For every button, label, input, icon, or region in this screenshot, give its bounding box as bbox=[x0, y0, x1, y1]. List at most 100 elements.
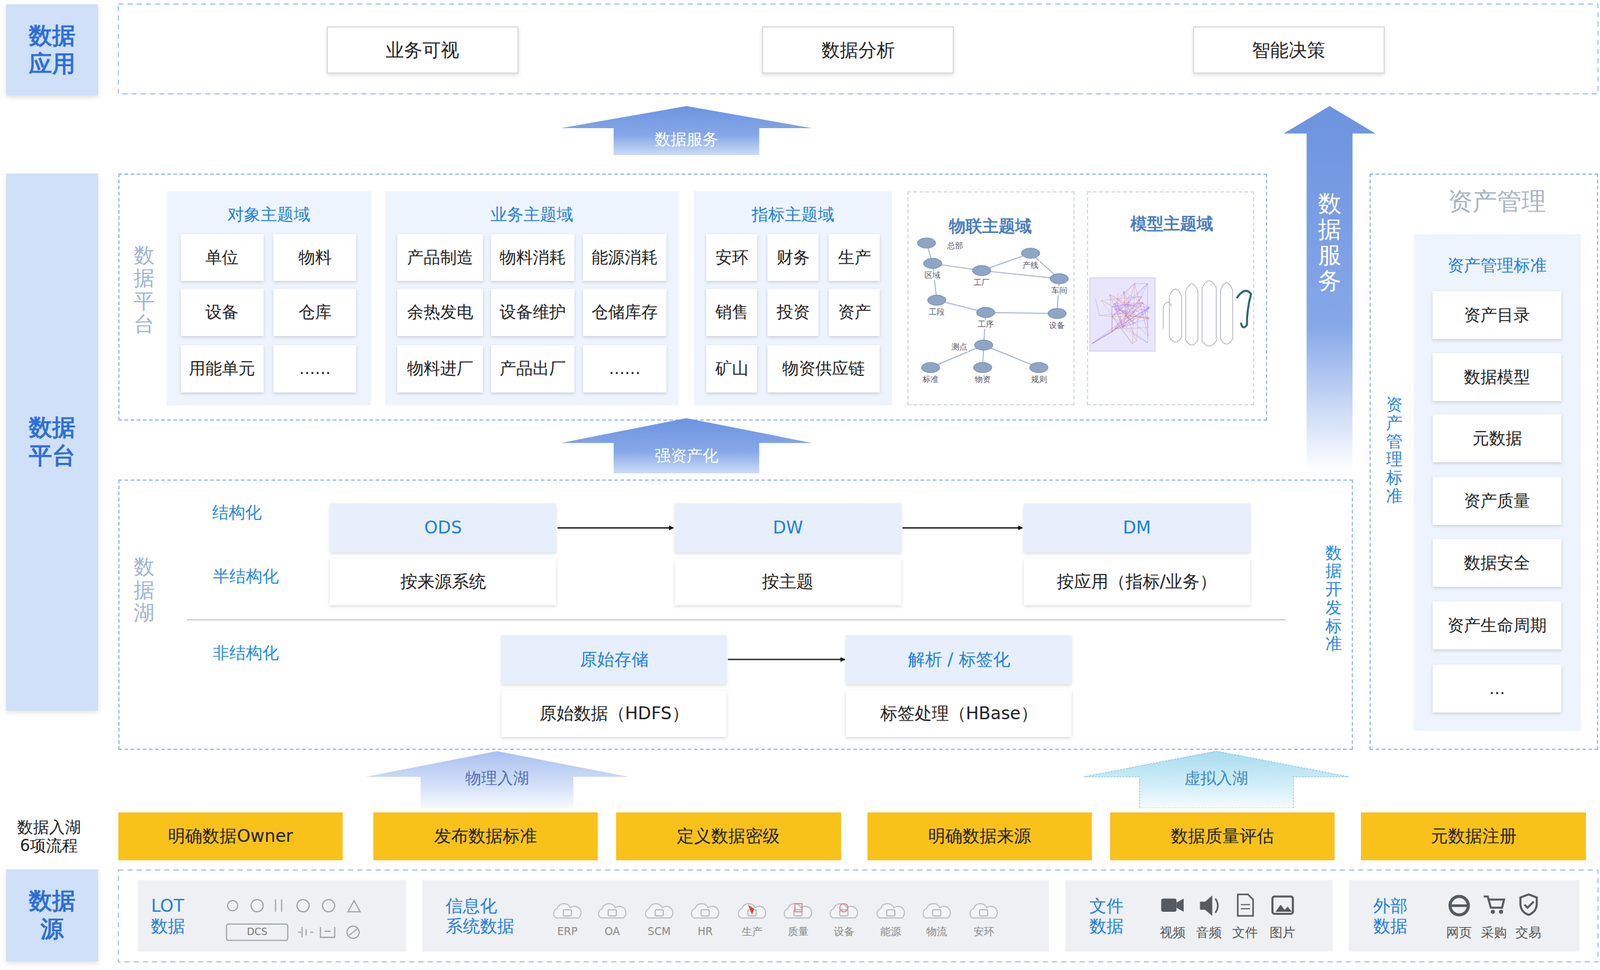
system-icons bbox=[553, 903, 998, 918]
flow-arrow: 强资产化 bbox=[560, 418, 812, 474]
flow-arrow: 数据服务 bbox=[1283, 106, 1376, 472]
icon-label: 音频 bbox=[1196, 925, 1222, 940]
network-stroke bbox=[1099, 315, 1113, 317]
box-text: 数据应用 bbox=[26, 22, 78, 78]
item-box: 物料 bbox=[273, 234, 357, 282]
box-text: 投资 bbox=[776, 302, 810, 322]
heading-text: 数据湖 bbox=[133, 555, 155, 625]
layer-header-box: DW bbox=[674, 503, 902, 553]
network-stroke bbox=[1114, 307, 1149, 329]
network-stroke bbox=[1112, 316, 1137, 317]
item-box: 矿山 bbox=[706, 345, 758, 393]
icon-label: 能源 bbox=[880, 925, 902, 938]
domain-panel: 安环财务生产销售投资资产矿山物资供应链指标主题域 bbox=[693, 191, 892, 406]
network-stroke bbox=[1112, 283, 1148, 317]
heading-text: 模型主题域 bbox=[1130, 213, 1214, 234]
network-stroke bbox=[1114, 302, 1143, 303]
graph-label: 工厂 bbox=[972, 278, 991, 288]
arrow-outline bbox=[1083, 750, 1350, 808]
icon-label: 生产 bbox=[741, 925, 763, 938]
network-stroke bbox=[1091, 331, 1113, 344]
network-stroke bbox=[1134, 283, 1148, 284]
box-text: ...... bbox=[608, 358, 641, 379]
arrow-outline bbox=[1283, 106, 1376, 472]
network-stroke bbox=[1109, 294, 1128, 305]
box-text: ...... bbox=[299, 358, 332, 379]
item-box: 销售 bbox=[706, 288, 758, 336]
icon-label: 文件 bbox=[1232, 925, 1258, 940]
box-text: 销售 bbox=[715, 302, 749, 322]
network-stroke bbox=[1136, 317, 1139, 341]
icon-label: 采购 bbox=[1481, 925, 1507, 940]
box-text: 余热发电 bbox=[407, 302, 474, 322]
box-text: 物资供应链 bbox=[782, 358, 865, 379]
box-text: 数据源 bbox=[26, 887, 78, 943]
network-stroke bbox=[1111, 307, 1113, 333]
heading-text: 物联主题域 bbox=[948, 215, 1032, 236]
box-text: 发布数据标准 bbox=[434, 825, 538, 847]
row-label: 非结构化 bbox=[212, 643, 279, 663]
item-box: 设备 bbox=[180, 288, 264, 336]
box-text: 数据分析 bbox=[821, 39, 896, 62]
flow-connector bbox=[557, 527, 674, 529]
dashed-region: 资产目录数据模型元数据资产质量数据安全资产生命周期...资产管理标准资产管理资产… bbox=[1369, 173, 1599, 750]
network-stroke bbox=[1114, 303, 1149, 336]
app-box: 智能决策 bbox=[1192, 26, 1385, 74]
process-step: 发布数据标准 bbox=[373, 812, 598, 861]
item-box: 物料消耗 bbox=[491, 234, 575, 282]
graph-label: 规则 bbox=[1029, 375, 1049, 385]
item-box: 仓储库存 bbox=[582, 288, 667, 336]
icon-label: 网页 bbox=[1446, 925, 1472, 940]
icon-label: OA bbox=[604, 925, 620, 938]
item-box: ... bbox=[1432, 664, 1562, 713]
heading-text: 对象主题域 bbox=[227, 204, 311, 225]
heading-text: 资产管理标准 bbox=[1386, 395, 1403, 505]
graph-label: 产线 bbox=[1021, 260, 1040, 270]
network-stroke bbox=[1095, 298, 1100, 316]
item-box: 生产 bbox=[828, 234, 880, 282]
network-stroke bbox=[1133, 307, 1150, 313]
flow-connector bbox=[902, 527, 1023, 529]
box-text: 按来源系统 bbox=[400, 571, 487, 593]
process-step: 元数据注册 bbox=[1360, 812, 1586, 861]
heading-text: 资产管理标准 bbox=[1447, 255, 1547, 276]
heading-text: 强资产化 bbox=[654, 446, 719, 466]
network-stroke bbox=[1114, 318, 1149, 329]
item-box: 能源消耗 bbox=[582, 234, 667, 282]
heading-text: LOT 数据 bbox=[150, 895, 206, 937]
graph-label: 总部 bbox=[945, 241, 965, 251]
box-text: 财务 bbox=[776, 247, 810, 268]
process-step: 明确数据来源 bbox=[867, 812, 1092, 861]
layer-body-box: 按主题 bbox=[674, 558, 902, 606]
heading-text: 指标主题域 bbox=[751, 204, 835, 225]
domain-panel: 资产目录数据模型元数据资产质量数据安全资产生命周期...资产管理标准 bbox=[1413, 234, 1581, 732]
icon-label: 物流 bbox=[926, 925, 948, 938]
box-text: 按应用（指标/业务） bbox=[1056, 571, 1217, 593]
graph-label: 测点 bbox=[950, 342, 969, 352]
heading-text: 数据服务 bbox=[1318, 191, 1342, 295]
flow-connector bbox=[727, 659, 845, 661]
box-text: 定义数据密级 bbox=[676, 825, 780, 847]
box-text: 能源消耗 bbox=[591, 247, 658, 268]
dashed-frame bbox=[118, 869, 1599, 962]
icon-label: 安环 bbox=[973, 925, 995, 938]
layer-band: 数据应用 bbox=[6, 4, 99, 97]
icon-label: 视频 bbox=[1159, 925, 1186, 940]
box-text: 原始数据（HDFS） bbox=[539, 703, 690, 724]
item-box: 财务 bbox=[767, 234, 819, 282]
file-icons bbox=[1161, 894, 1293, 916]
box-text: 安环 bbox=[715, 247, 749, 268]
dashed-region: ODS按来源系统DW按主题DM按应用（指标/业务）原始存储原始数据（HDFS）解… bbox=[118, 479, 1353, 750]
source-panel: LOT 数据 bbox=[137, 879, 407, 952]
side-label: 数据入湖 6项流程 bbox=[12, 818, 86, 856]
box-text: 元数据 bbox=[1472, 428, 1523, 449]
process-step: 数据质量评估 bbox=[1110, 812, 1335, 861]
box-text: DW bbox=[773, 517, 804, 539]
item-box: 仓库 bbox=[273, 288, 357, 336]
box-text: 产品制造 bbox=[407, 247, 474, 268]
network-stroke bbox=[1132, 283, 1135, 344]
item-box: 物资供应链 bbox=[767, 345, 880, 393]
item-box: 资产目录 bbox=[1432, 291, 1562, 340]
domain-panel: 产品制造物料消耗能源消耗余热发电设备维护仓储库存物料进厂产品出厂......业务… bbox=[384, 191, 679, 406]
box-text: 数据模型 bbox=[1463, 367, 1531, 387]
